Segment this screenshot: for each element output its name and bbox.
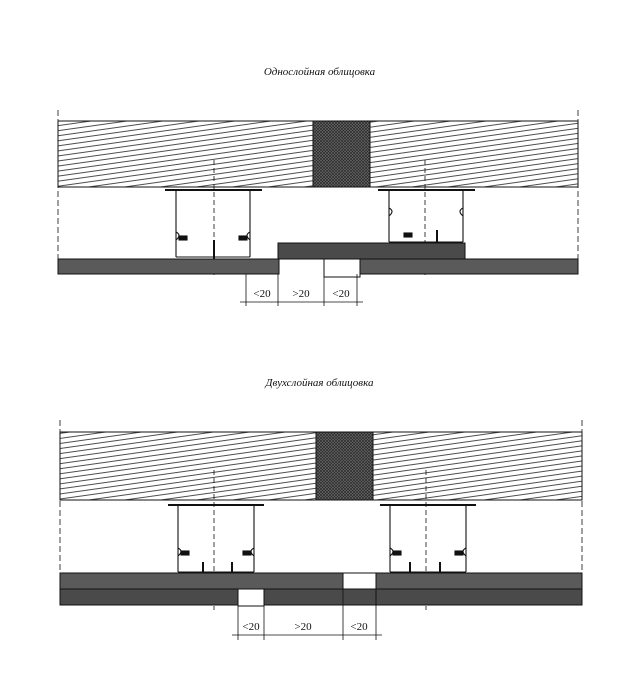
joint-gap-upper bbox=[342, 572, 377, 590]
dimension-label: <20 bbox=[332, 288, 350, 300]
diagram-double-layer: <20 >20 <20 bbox=[59, 420, 583, 640]
board-right bbox=[358, 258, 579, 275]
board-upper-left bbox=[59, 572, 344, 590]
dimension-label: <20 bbox=[242, 621, 260, 633]
board-lower-right bbox=[375, 588, 583, 606]
board-left bbox=[57, 258, 280, 275]
dimension-label: <20 bbox=[350, 621, 368, 633]
dimension-lines bbox=[232, 589, 382, 640]
dimension-lines bbox=[240, 274, 363, 306]
board-lower-left bbox=[59, 588, 239, 606]
joint-gap bbox=[323, 258, 361, 278]
diagram-title-single-layer: Однослойная облицовка bbox=[263, 66, 376, 78]
dimension-label: >20 bbox=[292, 288, 310, 300]
dimension-label: >20 bbox=[294, 621, 312, 633]
dimension-label: <20 bbox=[253, 288, 271, 300]
hanger-profile-left bbox=[165, 160, 262, 275]
board-lower-middle bbox=[263, 588, 377, 606]
diagram-single-layer: <20 >20 <20 bbox=[57, 110, 579, 306]
slab-insert bbox=[315, 431, 374, 501]
diagram-title-double-layer: Двухслойная облицовка bbox=[265, 377, 374, 389]
joint-gap-lower bbox=[237, 588, 265, 607]
slab-insert bbox=[312, 120, 371, 188]
board-upper-right bbox=[375, 572, 583, 590]
joint-strip bbox=[277, 242, 466, 260]
